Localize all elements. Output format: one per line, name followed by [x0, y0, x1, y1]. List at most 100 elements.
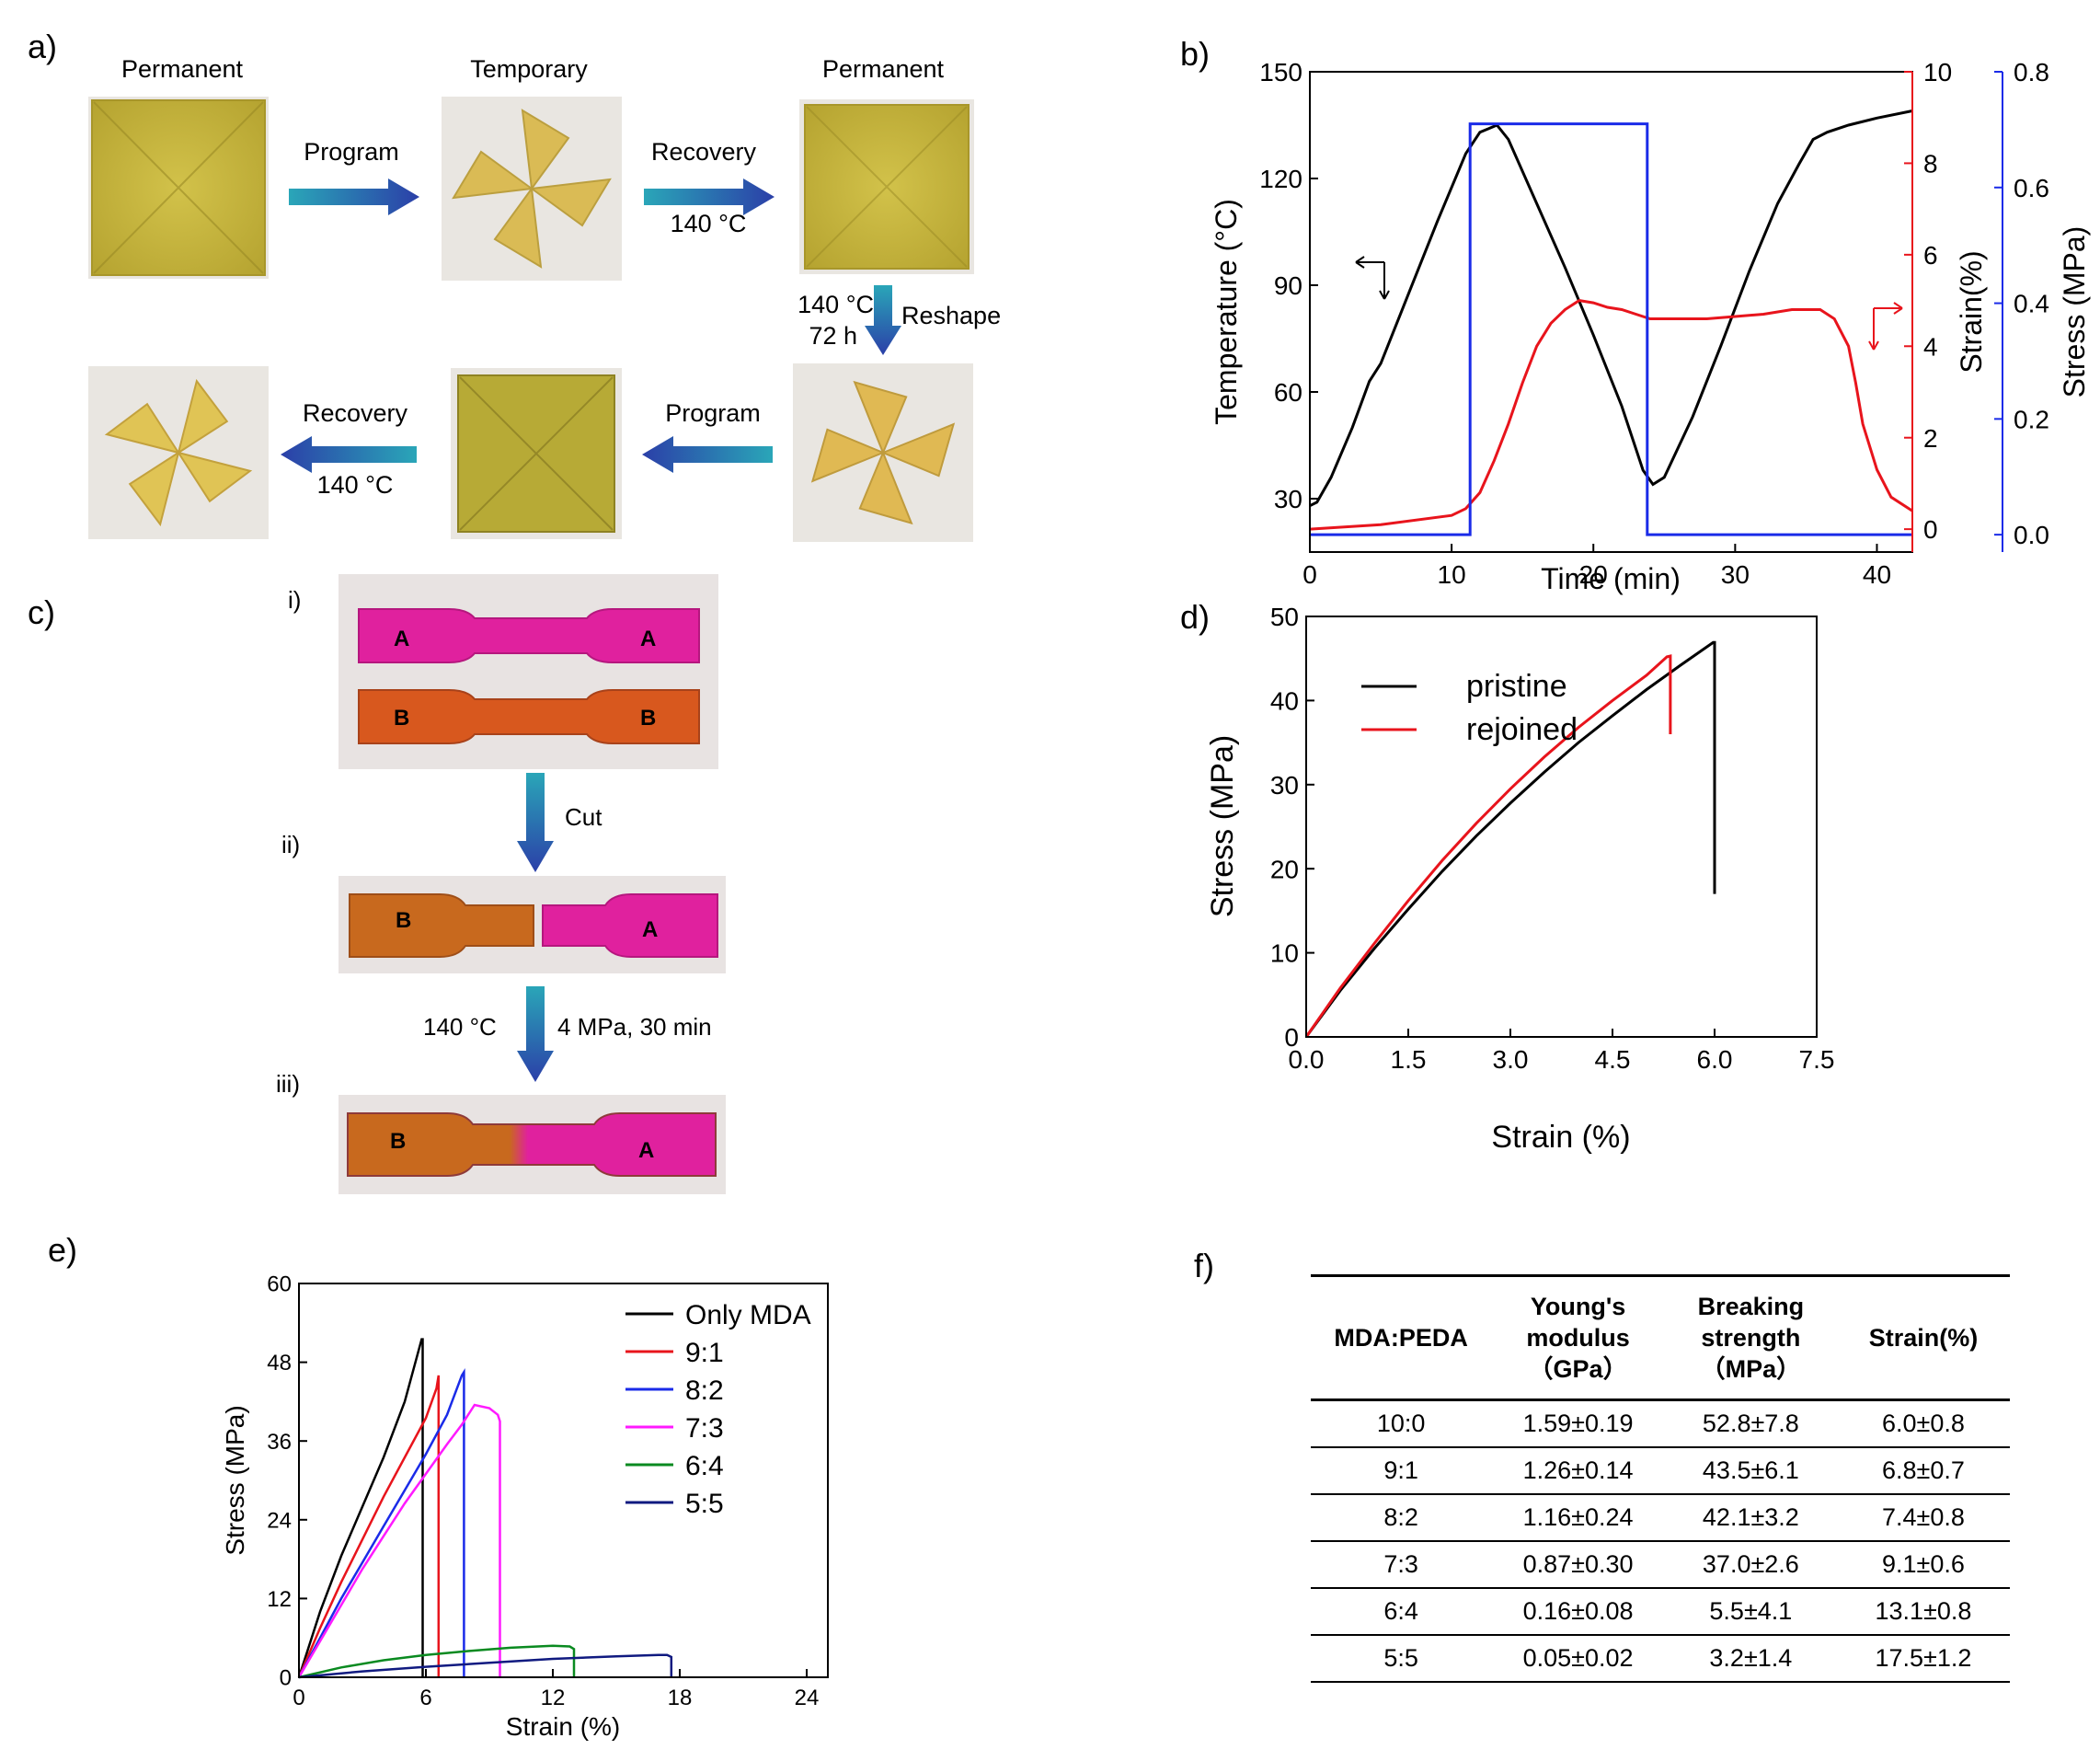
chart-e-legend-label: 6:4	[685, 1451, 724, 1481]
chart-d-y-tick-label: 10	[1270, 939, 1299, 968]
photo-programmed-pinwheel	[793, 363, 973, 542]
chart-d-y-tick-label: 0	[1284, 1023, 1299, 1052]
marker-a-cut: A	[642, 917, 658, 942]
chart-d-x-tick-label: 4.5	[1595, 1045, 1631, 1074]
chart-d-legend: pristine rejoined	[1361, 669, 1578, 747]
chart-d-legend-pristine: pristine	[1466, 669, 1567, 704]
label-program-2: Program	[665, 399, 761, 427]
chart-e-series-3	[297, 1403, 501, 1678]
photo-permanent-square-2	[799, 99, 974, 274]
chart-e-y-tick-label: 24	[267, 1508, 292, 1533]
photo-reshaped-square	[451, 368, 622, 539]
label-permanent-1: Permanent	[120, 55, 244, 83]
arrow-heal	[517, 986, 554, 1082]
chart-b-temperature-tick-label: 30	[1274, 485, 1302, 513]
chart-b-x-tick-label: 20	[1579, 560, 1608, 589]
chart-b-stress-tick-label: 0.6	[2014, 174, 2049, 202]
marker-a-left: A	[394, 627, 409, 651]
panel-label-e: e)	[48, 1231, 78, 1269]
chart-e-legend-label: 8:2	[685, 1375, 724, 1406]
chart-e-legend-label: 9:1	[685, 1338, 724, 1368]
marker-b-left: B	[394, 706, 409, 731]
chart-d-y-tick-label: 50	[1270, 603, 1299, 631]
label-heal-temp: 140 °C	[423, 1013, 497, 1041]
chart-b-ylabel-strain: Strain(%)	[1955, 250, 1988, 373]
photo-dogbone-pair: A A B B	[339, 574, 718, 769]
marker-b-right: B	[640, 706, 656, 731]
label-step-ii: ii)	[281, 831, 301, 858]
chart-d-y-tick-label: 20	[1270, 855, 1299, 883]
panel-label-d: d)	[1180, 598, 1211, 636]
chart-b-strain-tick-label: 4	[1923, 332, 1938, 361]
label-step-iii: iii)	[276, 1070, 300, 1098]
table-f-header-ratio: MDA:PEDA	[1311, 1274, 1492, 1401]
chart-e-legend-label: 7:3	[685, 1413, 724, 1444]
chart-e-y-tick-label: 60	[267, 1272, 292, 1297]
label-recovery-1-temp: 140 °C	[670, 210, 747, 237]
chart-e-frame	[298, 1283, 829, 1678]
chart-b-temperature-tick-label: 150	[1259, 58, 1302, 86]
chart-b-x-tick-label: 40	[1863, 560, 1891, 589]
panel-label-f: f)	[1194, 1247, 1214, 1284]
arrow-program-1	[289, 178, 419, 215]
chart-e-x-tick-label: 18	[668, 1686, 693, 1710]
chart-d-ylabel: Stress (MPa)	[1205, 735, 1240, 917]
label-temporary: Temporary	[470, 55, 588, 83]
chart-b-strain-tick-label: 2	[1923, 424, 1938, 453]
chart-d-series-pristine	[1304, 640, 1716, 1038]
panel-label-b: b)	[1180, 35, 1211, 73]
label-permanent-2: Permanent	[821, 55, 945, 83]
chart-e-x-tick-label: 12	[541, 1686, 566, 1710]
panel-label-a: a)	[28, 28, 58, 65]
arrow-cut	[517, 773, 554, 872]
chart-b-temperature-tick-label: 60	[1274, 378, 1302, 407]
label-recovery-2: Recovery	[302, 399, 408, 427]
chart-e-xlabel: Strain (%)	[506, 1712, 620, 1741]
photo-recovered-pinwheel	[88, 366, 269, 539]
chart-e-series-5	[298, 1653, 673, 1679]
chart-d-xlabel: Strain (%)	[1491, 1120, 1630, 1155]
panel-label-c: c)	[28, 593, 55, 631]
label-reshape: Reshape	[901, 302, 1002, 329]
chart-b-series-strain	[1309, 299, 1913, 531]
chart-b-stress-tick-label: 0.4	[2014, 290, 2049, 318]
chart-d-series-rejoined	[1304, 654, 1672, 1038]
label-program-1: Program	[304, 138, 399, 166]
label-heal-conditions: 4 MPa, 30 min	[557, 1013, 712, 1041]
marker-b-healed: B	[390, 1129, 406, 1154]
chart-d-y-tick-label: 30	[1270, 771, 1299, 800]
chart-d-x-tick-label: 7.5	[1799, 1045, 1835, 1074]
chart-b-ylabel-temperature: Temperature (°C)	[1210, 199, 1243, 425]
chart-d-x-tick-label: 6.0	[1697, 1045, 1733, 1074]
chart-d-frame	[1305, 616, 1818, 1038]
chart-b-xlabel: Time (min)	[1541, 562, 1681, 595]
chart-d-y-tick-label: 40	[1270, 686, 1299, 715]
chart-e-legend-label: Only MDA	[685, 1300, 811, 1330]
chart-e-series-4	[298, 1644, 576, 1679]
chart-b-stress-tick-label: 0.2	[2014, 405, 2049, 433]
chart-b-ylabel-stress: Stress (MPa)	[2058, 226, 2091, 398]
chart-e-legend-label: 5:5	[685, 1489, 724, 1519]
arrow-reshape	[865, 285, 901, 355]
chart-b-strain-tick-label: 8	[1923, 150, 1938, 178]
chart-b-strain-tick-label: 0	[1923, 515, 1938, 544]
chart-e-x-tick-label: 0	[293, 1686, 304, 1710]
chart-e-series-1	[297, 1375, 441, 1678]
table-f-header-strain: Strain(%)	[1836, 1274, 2010, 1401]
chart-b-stress-tick-label: 0.0	[2014, 521, 2049, 549]
label-reshape-temp: 140 °C	[798, 291, 874, 318]
photo-healed-dogbone: B A	[339, 1095, 726, 1194]
label-recovery-2-temp: 140 °C	[316, 471, 394, 499]
chart-e-ylabel: Stress (MPa)	[221, 1405, 249, 1555]
chart-e-y-tick-label: 0	[280, 1666, 292, 1691]
marker-a-right: A	[640, 627, 656, 651]
